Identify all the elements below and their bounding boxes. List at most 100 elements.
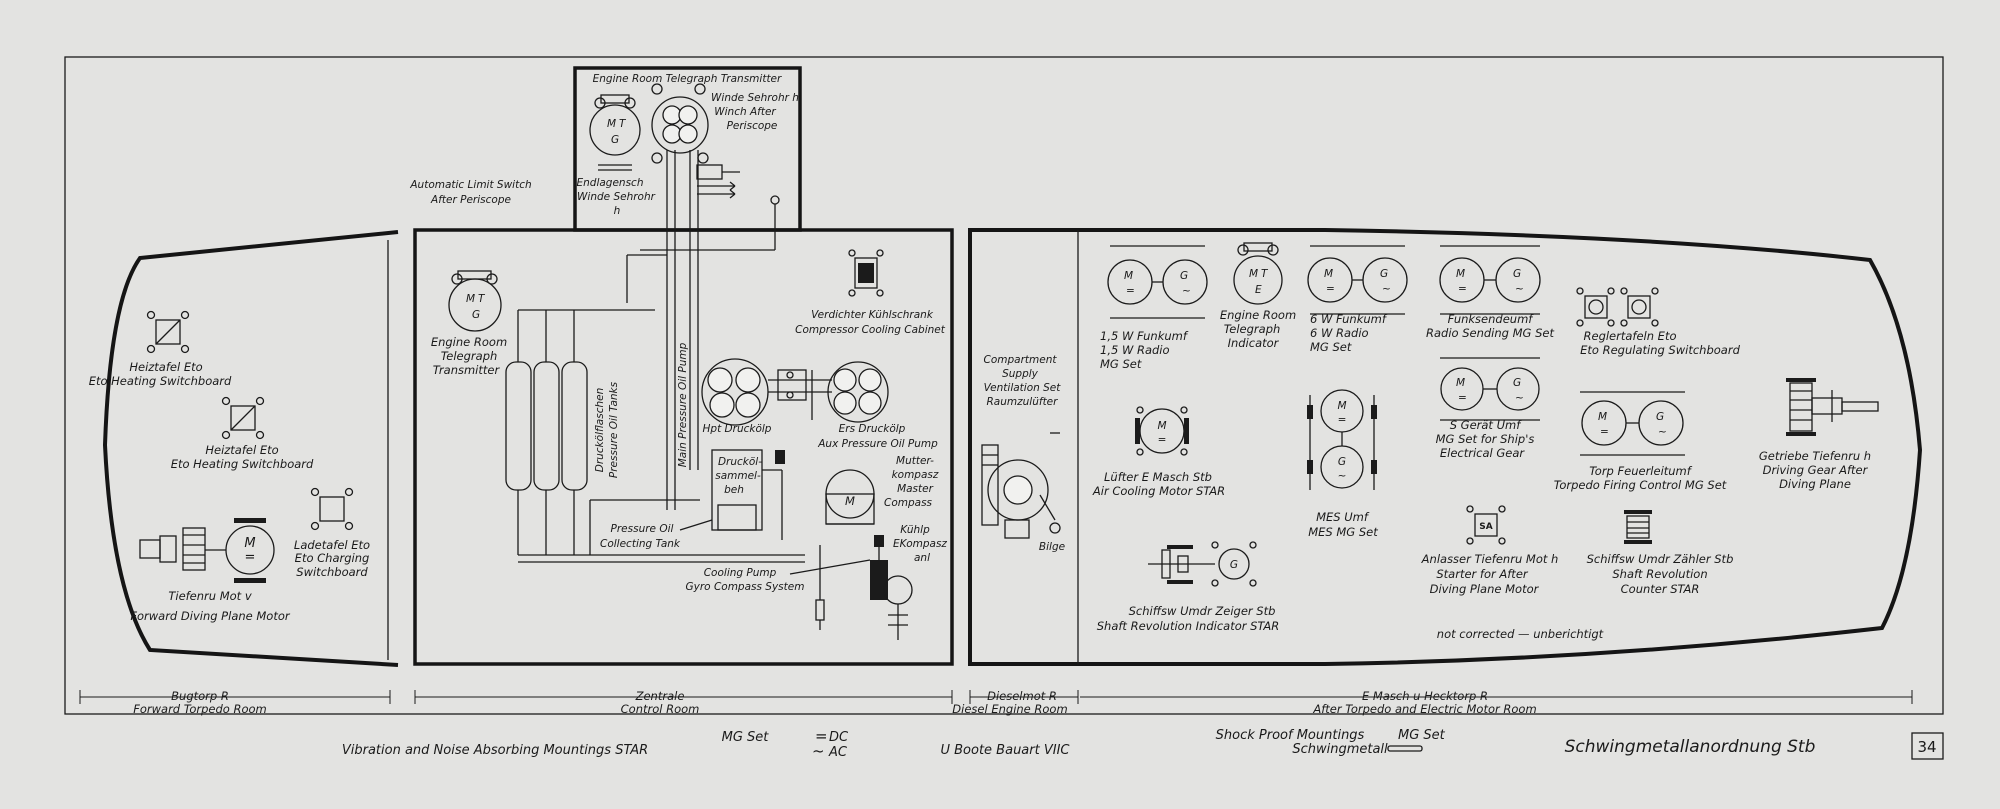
- footer-schwingmetall: Schwingmetall: [1292, 742, 1388, 757]
- ladetafel-en2: Switchboard: [296, 565, 368, 579]
- mes-1: MES Umf: [1316, 510, 1370, 524]
- kuhlp-2: EKompasz: [893, 538, 947, 550]
- room-emasch-de: E Masch u Hecktorp R: [1362, 689, 1488, 703]
- eri-t: T: [1261, 268, 1269, 280]
- getriebe-1: Getriebe Tiefenru h: [1759, 449, 1871, 463]
- funk6-1: 6 W Funkumf: [1310, 312, 1388, 326]
- drucksammel-2: sammel-: [715, 470, 761, 482]
- compart-3: Ventilation Set: [984, 382, 1062, 394]
- torpedo-firing-mg-set-symbol: [1580, 391, 1685, 456]
- verdichter-1: Verdichter Kühlschrank: [811, 309, 934, 321]
- funk6-m: M: [1324, 268, 1333, 280]
- mes-m: M: [1337, 400, 1346, 412]
- lufter-1: Lüfter E Masch Stb: [1104, 470, 1212, 484]
- funksend-g: G: [1513, 268, 1521, 280]
- torp-1: Torp Feuerleitumf: [1589, 464, 1693, 478]
- regler-2: Eto Regulating Switchboard: [1580, 343, 1740, 357]
- regulating-switchboard-symbol: [1576, 287, 1659, 327]
- funk15-mg-set-symbol: [1107, 245, 1208, 319]
- page-number: 34: [1917, 738, 1936, 756]
- footer-dc: DC: [829, 730, 849, 745]
- funksend-ac: ~: [1515, 283, 1524, 295]
- gyro-cooling-pump-symbol: [815, 535, 913, 640]
- funk15-2: 1,5 W Radio: [1100, 343, 1170, 357]
- druckluft-2: Pressure Oil Tanks: [608, 381, 620, 478]
- getriebe-2: Driving Gear After: [1763, 463, 1869, 477]
- kuhlp-3: anl: [914, 552, 930, 564]
- compart-2: Supply: [1002, 368, 1039, 380]
- not-corrected-note: not corrected — unberichtigt: [1437, 627, 1604, 641]
- funksend-1: Funksendeumf: [1448, 312, 1535, 326]
- mes-dc: =: [1338, 414, 1347, 426]
- diving-plane-starter-symbol: [1466, 505, 1506, 545]
- ladetafel-symbol: [310, 487, 354, 531]
- pressure-oil-tanks: [505, 254, 805, 563]
- heiztafel-2-symbol: [221, 396, 265, 440]
- ert-2: Telegraph: [441, 349, 498, 363]
- funk15-g: G: [1180, 270, 1188, 282]
- main-pump-label: Main Pressure Oil Pump: [677, 342, 689, 467]
- funk6-g: G: [1380, 268, 1388, 280]
- endlag-2: Winde Sehrohr: [577, 191, 656, 203]
- room-bugtorp-de: Bugtorp R: [171, 689, 229, 703]
- funksend-m: M: [1456, 268, 1465, 280]
- ctrl-tel-m: M: [466, 293, 475, 305]
- mutter-3: Master: [897, 483, 934, 495]
- room-bugtorp-en: Forward Torpedo Room: [133, 702, 267, 716]
- tiefenru-en: Forward Diving Plane Motor: [130, 609, 291, 623]
- eri-3: Indicator: [1228, 336, 1280, 350]
- cooling-leader: [789, 559, 871, 575]
- mutter-2: kompasz: [892, 469, 939, 481]
- ers-druck-2: Aux Pressure Oil Pump: [817, 438, 938, 450]
- drucksammel-1: Drucköl-: [718, 456, 762, 468]
- hpt-druck-label: Hpt Druckölp: [703, 423, 772, 435]
- funk15-ac: ~: [1182, 285, 1191, 297]
- ladetafel-de: Ladetafel Eto: [294, 538, 370, 552]
- schiff-zahler-2: Shaft Revolution: [1612, 567, 1707, 581]
- aux-pressure-pump-symbol: [827, 361, 889, 423]
- sgerat-mg-set-symbol: [1440, 357, 1540, 421]
- heiztafel-1-de: Heiztafel Eto: [129, 360, 202, 374]
- mes-g: G: [1338, 456, 1346, 468]
- funk15-3: MG Set: [1100, 357, 1142, 371]
- conning-tel-t: T: [619, 118, 627, 130]
- mes-2: MES MG Set: [1308, 525, 1378, 539]
- air-cooling-motor-symbol: [1135, 406, 1189, 456]
- aft-hull-outline: [968, 228, 1923, 666]
- page-number-box: [1911, 732, 1944, 760]
- torp-ac: ~: [1658, 426, 1667, 438]
- pressure-tank-2: Collecting Tank: [600, 538, 681, 550]
- footer-shock-mountings: Shock Proof Mountings: [1216, 728, 1365, 743]
- shaft-revolution-counter-symbol: [1624, 510, 1652, 544]
- ers-druck-1: Ers Druckölp: [839, 423, 906, 435]
- schwingmetall-legend-symbol: [1387, 745, 1423, 752]
- compass-m: M: [845, 494, 855, 508]
- eri-m: M: [1249, 268, 1258, 280]
- auto-limit-2: After Periscope: [430, 194, 511, 206]
- funk6-ac: ~: [1382, 283, 1391, 295]
- ert-1: Engine Room: [431, 335, 507, 349]
- control-telegraph-symbol: [448, 270, 502, 332]
- funk15-m: M: [1124, 270, 1133, 282]
- sgerat-2: MG Set for Ship's: [1436, 432, 1535, 446]
- mutter-4: Compass: [884, 497, 933, 509]
- eri-1: Engine Room: [1220, 308, 1296, 322]
- torp-m: M: [1598, 411, 1607, 423]
- heiztafel-1-symbol: [146, 310, 190, 354]
- funk15-1: 1,5 W Funkumf: [1100, 329, 1189, 343]
- anlasser-2: Starter for After: [1436, 567, 1529, 581]
- regler-1: Reglertafeln Eto: [1584, 329, 1677, 343]
- sgerat-g: G: [1513, 377, 1521, 389]
- funk6-dc: =: [1326, 283, 1335, 295]
- heiztafel-2-en: Eto Heating Switchboard: [171, 457, 314, 471]
- schiff-zeiger-1: Schiffsw Umdr Zeiger Stb: [1129, 604, 1276, 618]
- drawing-border: [64, 56, 1944, 715]
- periscope-pipes: [666, 150, 699, 510]
- fwd-motor-m: M: [244, 536, 255, 551]
- funk6-mg-set-symbol: [1307, 245, 1408, 315]
- boat-type: U Boote Bauart VIIC: [940, 743, 1070, 758]
- room-zentrale-en: Control Room: [621, 702, 700, 716]
- getriebe-3: Diving Plane: [1779, 477, 1851, 491]
- funk6-3: MG Set: [1310, 340, 1352, 354]
